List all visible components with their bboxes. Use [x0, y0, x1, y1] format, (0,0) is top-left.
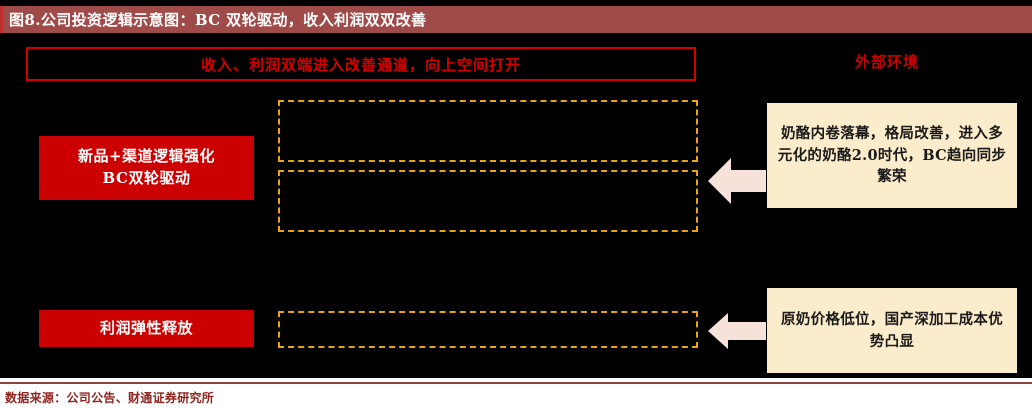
- summary-banner-label: 收入、利润双端进入改善通道，向上空间打开: [200, 55, 521, 74]
- driver-box-line-1: 新品+渠道逻辑强化: [77, 147, 216, 166]
- dashed-region-1: [278, 100, 698, 162]
- external-environment-label: 外部环境: [855, 53, 920, 71]
- driver-box-profit-elasticity: 利润弹性释放: [39, 310, 254, 347]
- figure-footer: 数据来源：公司公告、财通证券研究所: [0, 378, 1032, 410]
- dashed-region-2: [278, 170, 698, 232]
- figure-title-bar: 图8.公司投资逻辑示意图：BC 双轮驱动，收入利润双双改善: [0, 6, 1032, 33]
- summary-banner: 收入、利润双端进入改善通道，向上空间打开: [26, 47, 696, 81]
- driver-box-line-1: 利润弹性释放: [99, 318, 193, 337]
- external-note-text: 奶酪内卷落幕，格局改善，进入多元化的奶酪2.0时代，BC趋向同步繁荣: [777, 124, 1007, 186]
- external-note-text: 原奶价格低位，国产深加工成本优势凸显: [781, 310, 1003, 350]
- arrow-left-icon-1: [708, 158, 766, 204]
- dashed-region-3: [278, 311, 698, 348]
- title-accent-bar: [0, 6, 3, 33]
- page-title: 图8.公司投资逻辑示意图：BC 双轮驱动，收入利润双双改善: [9, 11, 427, 29]
- driver-box-bc-dual-engine: 新品+渠道逻辑强化 BC双轮驱动: [39, 136, 254, 200]
- external-note-raw-milk-price: 原奶价格低位，国产深加工成本优势凸显: [767, 288, 1017, 373]
- diagram-canvas: 收入、利润双端进入改善通道，向上空间打开 外部环境 新品+渠道逻辑强化 BC双轮…: [0, 33, 1032, 378]
- driver-box-line-2: BC双轮驱动: [102, 169, 191, 187]
- external-note-cheese-market: 奶酪内卷落幕，格局改善，进入多元化的奶酪2.0时代，BC趋向同步繁荣: [767, 103, 1017, 208]
- arrow-left-icon-2: [708, 313, 766, 349]
- footer-divider: [0, 382, 1032, 384]
- figure-source-note: 数据来源：公司公告、财通证券研究所: [5, 391, 215, 405]
